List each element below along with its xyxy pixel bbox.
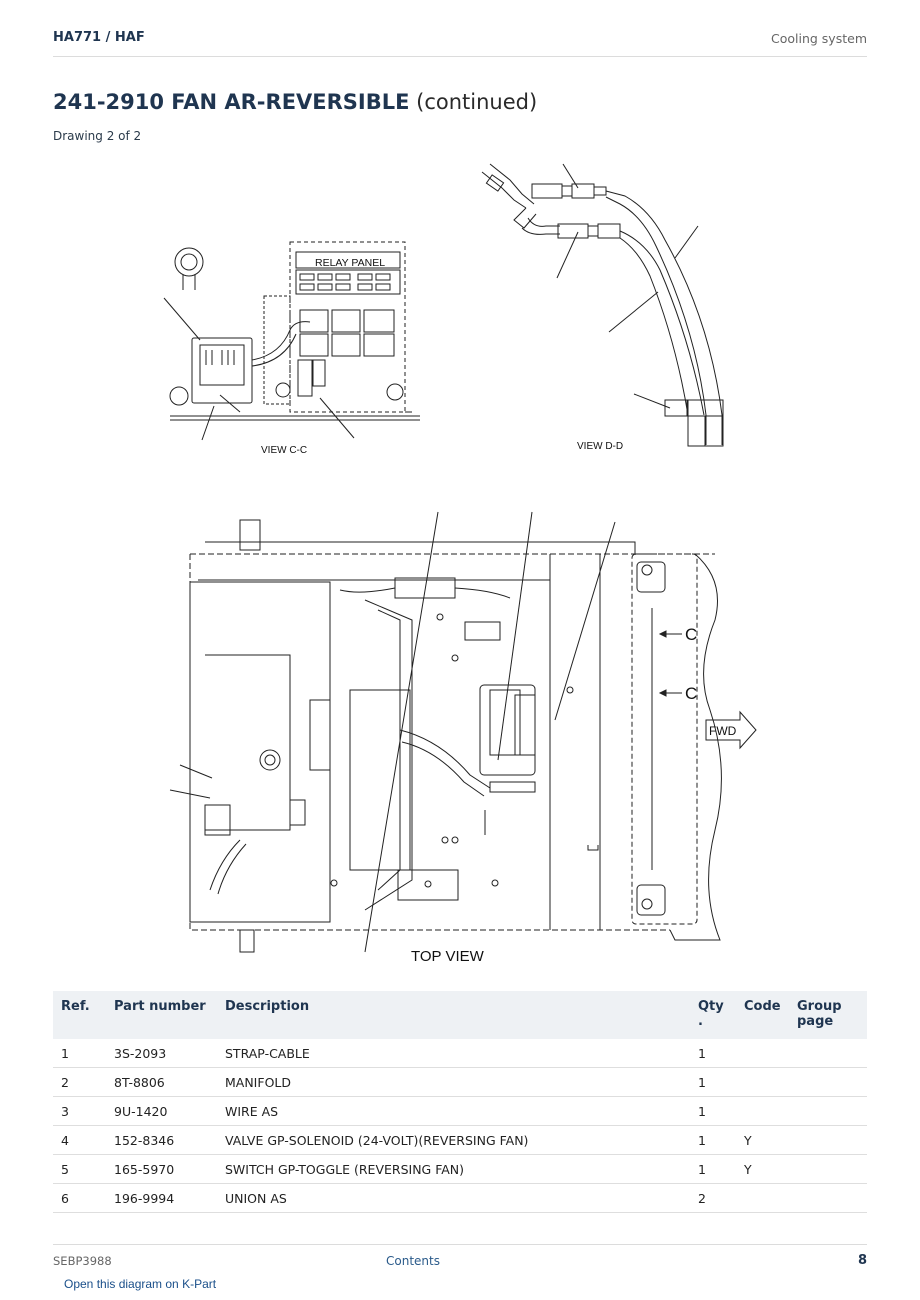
cell-part-number: 152-8346 [106, 1125, 217, 1155]
cell-part-number: 8T-8806 [106, 1067, 217, 1097]
cell-qty: 1 [690, 1096, 736, 1126]
top-view-label: TOP VIEW [411, 948, 485, 965]
cell-group-page [789, 1039, 867, 1068]
table-row: 1 3S-2093 STRAP-CABLE 1 [53, 1039, 867, 1068]
cell-code [736, 1039, 789, 1068]
col-ref: Ref. [53, 991, 106, 1039]
page-number: 8 [857, 1253, 867, 1268]
view-cc-drawing [163, 241, 420, 441]
relay-panel-label: RELAY PANEL [315, 257, 385, 269]
section-label: Cooling system [771, 31, 867, 46]
cell-code: Y [736, 1154, 789, 1184]
cell-ref: 2 [53, 1067, 106, 1097]
page-header: HA771 / HAF Cooling system [53, 30, 867, 57]
table-row: 5 165-5970 SWITCH GP-TOGGLE (REVERSING F… [53, 1154, 867, 1184]
document-id: SEBP3988 [53, 1254, 112, 1268]
cell-group-page [789, 1183, 867, 1213]
col-qty: Qty . [690, 991, 736, 1039]
section-c-lower-label: C [685, 684, 697, 703]
cell-part-number: 9U-1420 [106, 1096, 217, 1126]
cell-ref: 6 [53, 1183, 106, 1213]
cell-group-page [789, 1154, 867, 1184]
parts-table: Ref. Part number Description Qty . Code … [53, 991, 867, 1213]
table-row: 2 8T-8806 MANIFOLD 1 [53, 1067, 867, 1097]
cell-part-number: 3S-2093 [106, 1039, 217, 1068]
table-row: 4 152-8346 VALVE GP-SOLENOID (24-VOLT)(R… [53, 1125, 867, 1155]
cell-part-number: 196-9994 [106, 1183, 217, 1213]
cell-description: MANIFOLD [217, 1067, 690, 1097]
cell-group-page [789, 1067, 867, 1097]
cell-code [736, 1096, 789, 1126]
cell-ref: 5 [53, 1154, 106, 1184]
table-row: 6 196-9994 UNION AS 2 [53, 1183, 867, 1213]
cell-description: UNION AS [217, 1183, 690, 1213]
title-continued: (continued) [409, 90, 538, 114]
table-header-row: Ref. Part number Description Qty . Code … [53, 991, 867, 1039]
cell-ref: 3 [53, 1096, 106, 1126]
view-cc-label: VIEW C-C [261, 445, 307, 456]
cell-description: SWITCH GP-TOGGLE (REVERSING FAN) [217, 1154, 690, 1184]
cell-description: VALVE GP-SOLENOID (24-VOLT)(REVERSING FA… [217, 1125, 690, 1155]
cell-description: STRAP-CABLE [217, 1039, 690, 1068]
view-dd-drawing [481, 163, 724, 447]
page-title: 241-2910 FAN AR-REVERSIBLE (continued) [53, 90, 537, 114]
cell-code [736, 1183, 789, 1213]
col-part-number: Part number [106, 991, 217, 1039]
cell-ref: 4 [53, 1125, 106, 1155]
col-code: Code [736, 991, 789, 1039]
page-footer: SEBP3988 Contents 8 [53, 1244, 867, 1275]
cell-part-number: 165-5970 [106, 1154, 217, 1184]
parts-diagram: RELAY PANEL VIEW C-C VIEW D-D TOP VIEW C… [163, 163, 757, 965]
cell-qty: 1 [690, 1154, 736, 1184]
fwd-label: FWD [709, 724, 737, 738]
col-group-page: Group page [789, 991, 867, 1039]
title-part-name: 241-2910 FAN AR-REVERSIBLE [53, 90, 410, 114]
top-view-drawing [169, 511, 757, 953]
cell-group-page [789, 1096, 867, 1126]
cell-qty: 2 [690, 1183, 736, 1213]
col-description: Description [217, 991, 690, 1039]
model-label: HA771 / HAF [53, 30, 145, 45]
cell-code [736, 1067, 789, 1097]
contents-link[interactable]: Contents [386, 1254, 440, 1268]
drawing-number: Drawing 2 of 2 [53, 129, 142, 143]
cell-qty: 1 [690, 1067, 736, 1097]
cell-code: Y [736, 1125, 789, 1155]
view-dd-label: VIEW D-D [577, 441, 623, 452]
section-c-upper-label: C [685, 625, 697, 644]
cell-ref: 1 [53, 1039, 106, 1068]
cell-group-page [789, 1125, 867, 1155]
kpart-link[interactable]: Open this diagram on K-Part [64, 1277, 217, 1291]
cell-qty: 1 [690, 1125, 736, 1155]
table-row: 3 9U-1420 WIRE AS 1 [53, 1096, 867, 1126]
cell-qty: 1 [690, 1039, 736, 1068]
cell-description: WIRE AS [217, 1096, 690, 1126]
